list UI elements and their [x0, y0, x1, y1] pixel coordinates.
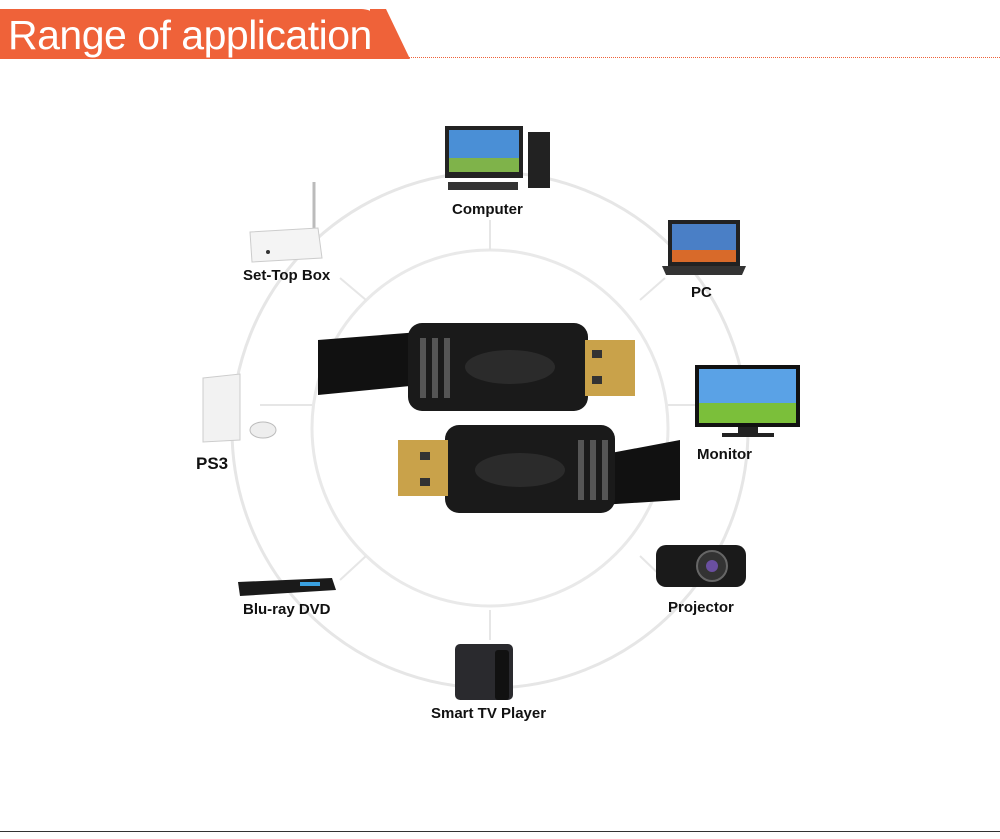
- tv-box-icon: [455, 644, 513, 700]
- device-label-pc: PC: [691, 284, 712, 301]
- laptop-icon: [662, 220, 746, 275]
- title-banner: [0, 9, 385, 59]
- device-label-computer: Computer: [452, 201, 523, 218]
- bluray-player-icon: [238, 578, 336, 596]
- dotted-divider: [405, 57, 1000, 58]
- spokes: [260, 220, 720, 640]
- game-console-icon: [202, 373, 277, 443]
- device-label-projector: Projector: [668, 599, 734, 616]
- bottom-divider: [0, 831, 1000, 832]
- device-label-ps3: PS3: [196, 454, 229, 473]
- page-title: Range of application: [8, 12, 372, 58]
- device-label-monitor: Monitor: [697, 446, 752, 463]
- set-top-box-icon: [249, 182, 323, 263]
- hdmi-cable-icon: [318, 323, 680, 513]
- projector-icon: [656, 545, 746, 587]
- desktop-computer-icon: [445, 126, 550, 190]
- device-label-smart-tv-player: Smart TV Player: [431, 705, 547, 722]
- device-label-set-top-box: Set-Top Box: [243, 267, 331, 284]
- monitor-icon: [695, 365, 800, 437]
- device-label-bluray-dvd: Blu-ray DVD: [243, 601, 331, 618]
